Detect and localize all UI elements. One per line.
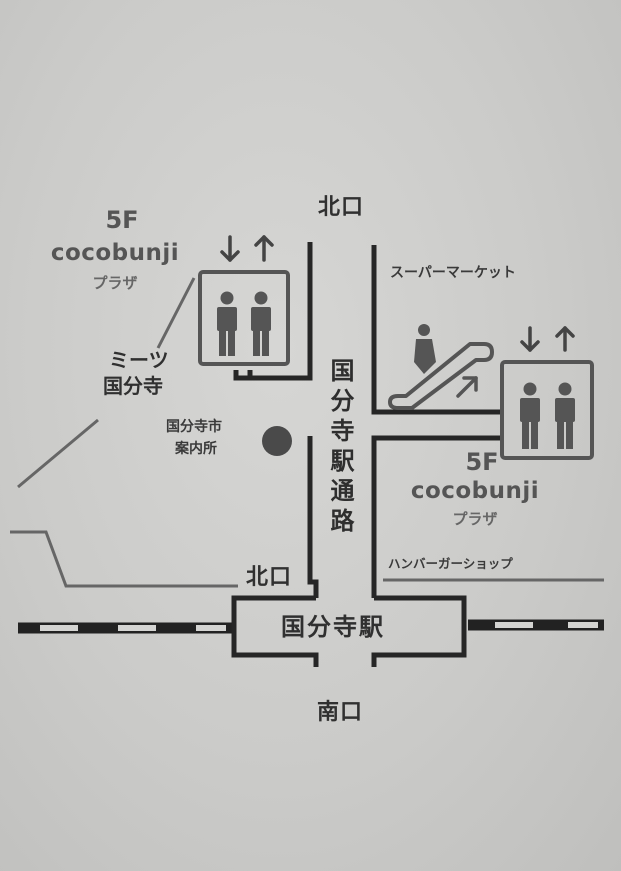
info-center-dot-icon [262,426,292,456]
railway-track [18,619,604,634]
right-building-floor: 5F [465,448,499,476]
north-exit-left-label: 北口 [246,565,293,590]
elevator-icon [198,270,290,366]
down-up-arrow-icon [520,326,575,352]
road-lines [10,277,604,588]
info-center-label-line1: 国分寺市 [166,419,222,435]
passage-walls [233,242,500,598]
left-building-floor: 5F [105,206,139,234]
left-building-sub: プラザ [92,274,138,292]
info-center-label-line2: 案内所 [175,441,217,457]
hamburger-shop-label: ハンバーガーショップ [388,556,513,571]
station-name: 国分寺駅 [281,613,385,641]
right-building-name: cocobunji [410,478,540,504]
supermarket-label: スーパーマーケット [390,265,516,281]
mitsu-label-line2: 国分寺 [103,374,163,398]
street-name-vertical: 国分寺駅通路 [326,358,354,538]
south-exit-label: 南口 [317,700,364,725]
mitsu-label-line1: ミーツ [109,348,169,372]
station-building [231,595,467,667]
north-exit-top-label: 北口 [318,195,365,220]
down-up-arrow-icon [220,235,274,262]
right-building-sub: プラザ [452,510,498,528]
escalator-icon [388,324,494,410]
left-building-name: cocobunji [50,240,180,266]
elevator-icon [500,360,594,460]
